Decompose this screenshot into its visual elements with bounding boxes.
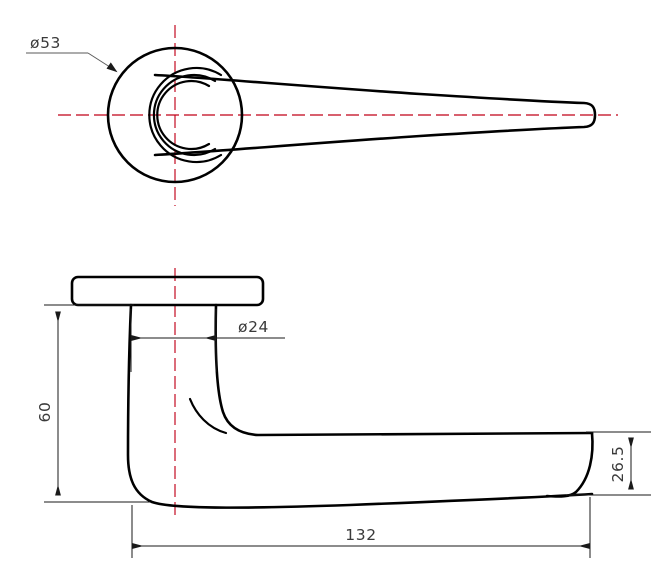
dimension-height-60: 60 [36, 304, 150, 503]
length-dim-label: 132 [345, 526, 376, 544]
rose-diameter-label: ø53 [30, 34, 61, 52]
rose-inner-arc-2 [152, 73, 217, 157]
lever-side-fillet-arc [188, 397, 228, 435]
rose-inner-arc-3 [156, 79, 211, 151]
rose-diameter-arrowhead [106, 62, 118, 73]
neck-dim-label: ø24 [238, 318, 269, 336]
lever-side-outer-profile [126, 303, 594, 509]
height-dim-label: 60 [36, 402, 54, 423]
dimension-length-132: 132 [131, 497, 591, 558]
dimension-neck-diameter-24: ø24 [130, 309, 285, 372]
lever-top-profile [153, 73, 597, 157]
side-view-group [70, 268, 594, 520]
top-view-group: ø53 [26, 25, 618, 206]
rose-plate-side-profile [70, 275, 265, 307]
lever-side-upper-profile [214, 303, 594, 437]
rose-outer-circle [106, 46, 244, 184]
lever-side-end-cap [545, 431, 594, 498]
dimension-end-height-26-5: 26.5 [566, 431, 651, 496]
end-height-dim-label: 26.5 [609, 446, 627, 483]
rose-inner-arc-1 [148, 66, 223, 164]
